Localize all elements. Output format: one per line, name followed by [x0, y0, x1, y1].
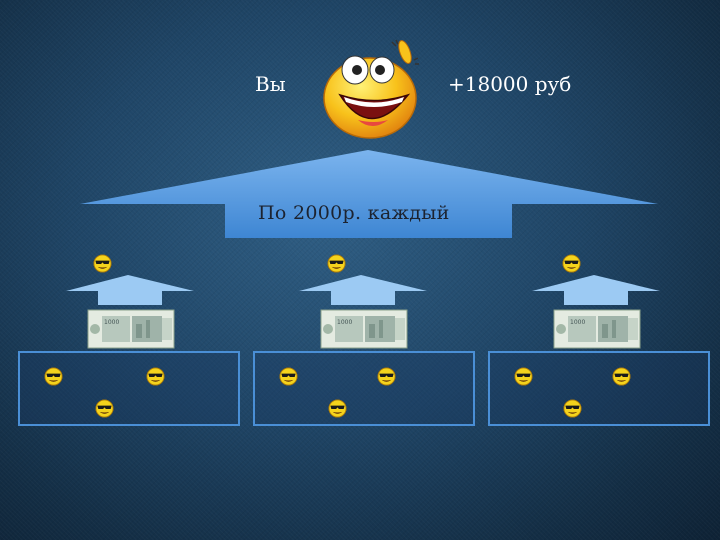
- you-label: Вы: [255, 72, 286, 96]
- cool-smiley-icon: [612, 367, 631, 386]
- small-arrow: [299, 275, 427, 305]
- cool-smiley-icon: [328, 399, 347, 418]
- svg-text:1000: 1000: [570, 319, 585, 326]
- banknote-1000-rub-icon: 1000: [553, 309, 641, 349]
- group-2-box: [253, 351, 475, 426]
- cool-smiley-icon: [514, 367, 533, 386]
- income-label: +18000 руб: [448, 72, 572, 96]
- per-person-label: По 2000р. каждый: [258, 202, 450, 224]
- banknote-1000-rub-icon: 1000: [87, 309, 175, 349]
- cool-smiley-icon: [44, 367, 63, 386]
- group-3-box: [488, 351, 710, 426]
- cool-smiley-icon: [279, 367, 298, 386]
- group-1-box: [18, 351, 240, 426]
- small-arrow: [532, 275, 660, 305]
- cool-smiley-icon: [563, 399, 582, 418]
- big-arrow: [80, 150, 658, 238]
- cool-smiley-icon: [93, 254, 112, 273]
- cool-smiley-icon: [146, 367, 165, 386]
- svg-text:1000: 1000: [104, 319, 119, 326]
- cool-smiley-icon: [95, 399, 114, 418]
- small-arrow: [66, 275, 194, 305]
- banknote-1000-rub-icon: 1000: [320, 309, 408, 349]
- laughing-smiley-icon: [323, 39, 419, 139]
- cool-smiley-icon: [562, 254, 581, 273]
- cool-smiley-icon: [377, 367, 396, 386]
- cool-smiley-icon: [327, 254, 346, 273]
- svg-text:1000: 1000: [337, 319, 352, 326]
